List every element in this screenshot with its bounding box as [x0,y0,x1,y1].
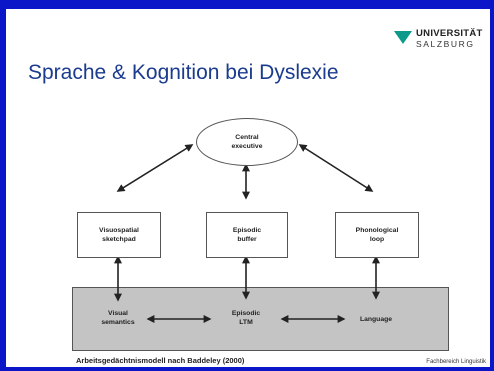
episodic-buffer-node: Episodic buffer [206,212,288,258]
phonological-loop-node: Phonological loop [335,212,419,258]
university-logo: UNIVERSITÄT SALZBURG [394,28,483,52]
arrow-executive-visuospatial [116,144,194,192]
logo-mark-icon [394,31,412,44]
arrow-executive-phonological [298,144,374,192]
visuospatial-sketchpad-node: Visuospatial sketchpad [77,212,161,258]
language-label: Language [359,316,393,323]
slide-title: Sprache & Kognition bei Dyslexie [28,61,339,84]
slide: UNIVERSITÄT SALZBURG Sprache & Kognition… [6,9,490,367]
logo-line-2: SALZBURG [416,39,475,49]
episodic-ltm-label: Episodic LTM [231,310,261,327]
figure-caption: Arbeitsgedächtnismodell nach Baddeley (2… [76,356,245,365]
long-term-memory-band [72,287,449,351]
logo-line-1: UNIVERSITÄT [416,28,483,39]
footer-department: Fachbereich Linguistik [426,359,486,365]
baddeley-diagram: Central executive Visuospatial sketchpad… [6,9,490,367]
diagram-arrows [114,144,380,323]
central-executive-node: Central executive [196,118,298,166]
visual-semantics-label: Visual semantics [101,310,135,327]
